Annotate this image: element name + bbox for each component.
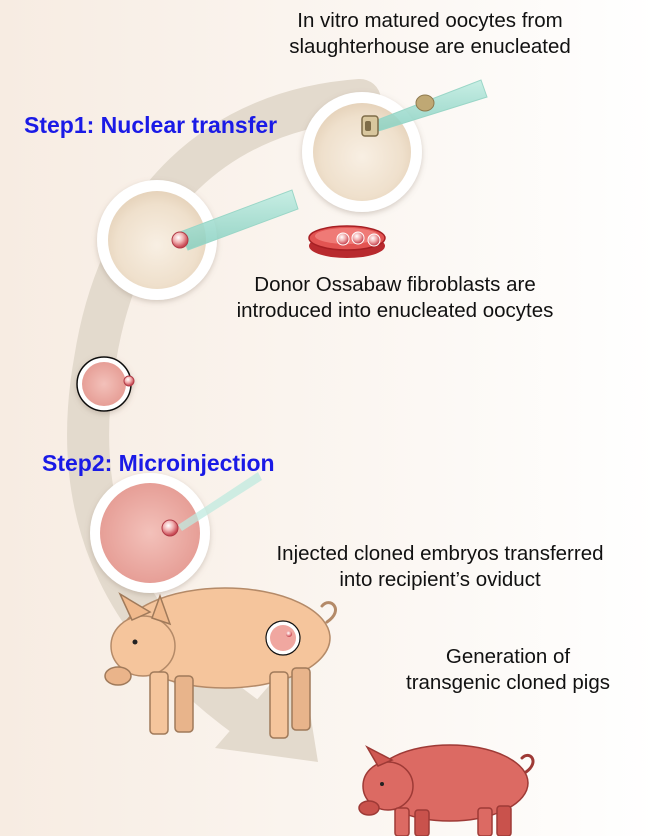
step1-label: Step1: Nuclear transfer xyxy=(24,112,277,139)
fibroblast-cell xyxy=(352,232,364,244)
fibroblast-cell xyxy=(337,233,349,245)
petri-dish-icon xyxy=(309,226,385,258)
step2-label: Step2: Microinjection xyxy=(42,450,275,477)
cloned-pig-icon xyxy=(359,745,533,836)
donor-caption: Donor Ossabaw fibroblasts are introduced… xyxy=(180,272,610,324)
caption-line: Donor Ossabaw fibroblasts are xyxy=(180,272,610,298)
caption-line: Injected cloned embryos transferred xyxy=(230,541,650,567)
embryo-nucleus xyxy=(162,520,178,536)
embryo-nucleus xyxy=(124,376,134,386)
transfer-caption: Injected cloned embryos transferred into… xyxy=(230,541,650,593)
donor-cell xyxy=(172,232,188,248)
caption-line: slaughterhouse are enucleated xyxy=(240,34,620,60)
caption-line: into recipient’s oviduct xyxy=(230,567,650,593)
enucleation-caption: In vitro matured oocytes from slaughterh… xyxy=(240,8,620,60)
nucleus-remnant xyxy=(362,116,378,136)
caption-line: introduced into enucleated oocytes xyxy=(180,298,610,324)
cloned-embryo xyxy=(77,357,134,411)
caption-line: transgenic cloned pigs xyxy=(378,670,638,696)
microinjection-embryo xyxy=(90,473,210,593)
fibroblast-cell xyxy=(368,234,380,246)
generation-caption: Generation of transgenic cloned pigs xyxy=(378,644,638,696)
caption-line: In vitro matured oocytes from xyxy=(240,8,620,34)
removed-nucleus xyxy=(416,95,434,111)
oviduct-inset xyxy=(266,621,300,655)
caption-line: Generation of xyxy=(378,644,638,670)
